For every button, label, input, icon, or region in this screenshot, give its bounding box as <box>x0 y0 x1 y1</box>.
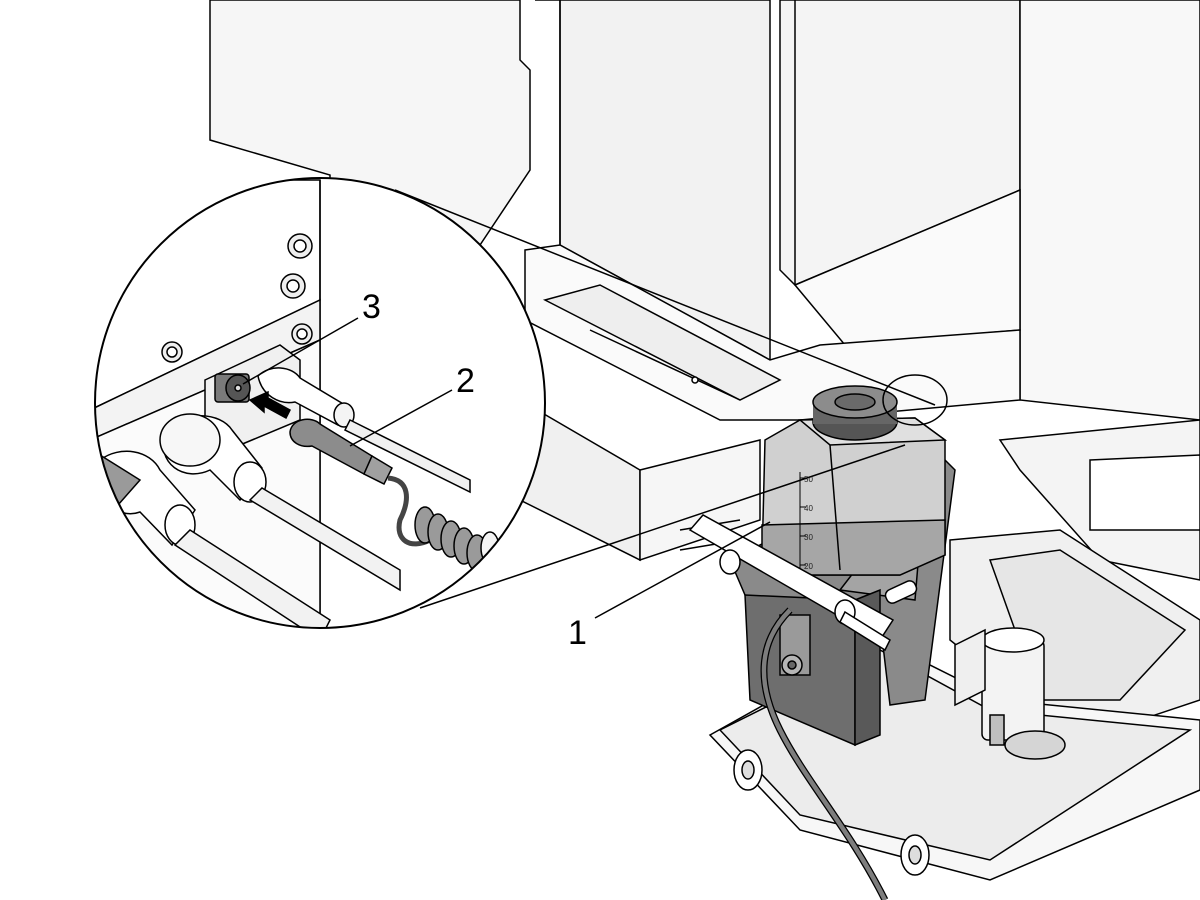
callout-1: 1 <box>568 521 771 652</box>
callout-3: 3 <box>242 288 381 385</box>
screw-2 <box>280 273 306 299</box>
screw-1 <box>287 233 313 259</box>
magnifier-leader-top <box>394 189 936 406</box>
machine-base-tray <box>519 244 1021 562</box>
machine-enclosure <box>209 0 1200 421</box>
scale-tick-50: 50 <box>804 475 813 484</box>
cart-wheel-left <box>733 749 763 791</box>
callout-label-2: 2 <box>456 362 475 400</box>
insertion-arrow <box>248 390 291 420</box>
connector-socket <box>214 373 251 403</box>
existing-plug <box>257 367 471 494</box>
screw-3 <box>161 341 183 363</box>
scale-tick-30: 30 <box>804 533 813 542</box>
cart-wheel-right <box>900 834 930 876</box>
callout-label-1: 1 <box>568 614 587 652</box>
large-connector <box>159 413 401 592</box>
magnifier-target-ring <box>882 374 948 426</box>
magnifier-leader-bottom <box>419 444 906 609</box>
detail-circle-border <box>94 177 546 629</box>
callout-label-3: 3 <box>362 288 381 326</box>
connector-plug <box>289 418 393 486</box>
cart-handle <box>688 514 895 652</box>
scale-tick-40: 40 <box>804 504 813 513</box>
screw-4 <box>291 323 313 345</box>
scale-tick-20: 20 <box>804 562 813 571</box>
reservoir-scale: 50 40 30 20 <box>800 475 813 571</box>
pump-motor <box>954 627 1066 760</box>
coiled-cable <box>387 475 432 547</box>
callout-2: 2 <box>349 362 475 447</box>
